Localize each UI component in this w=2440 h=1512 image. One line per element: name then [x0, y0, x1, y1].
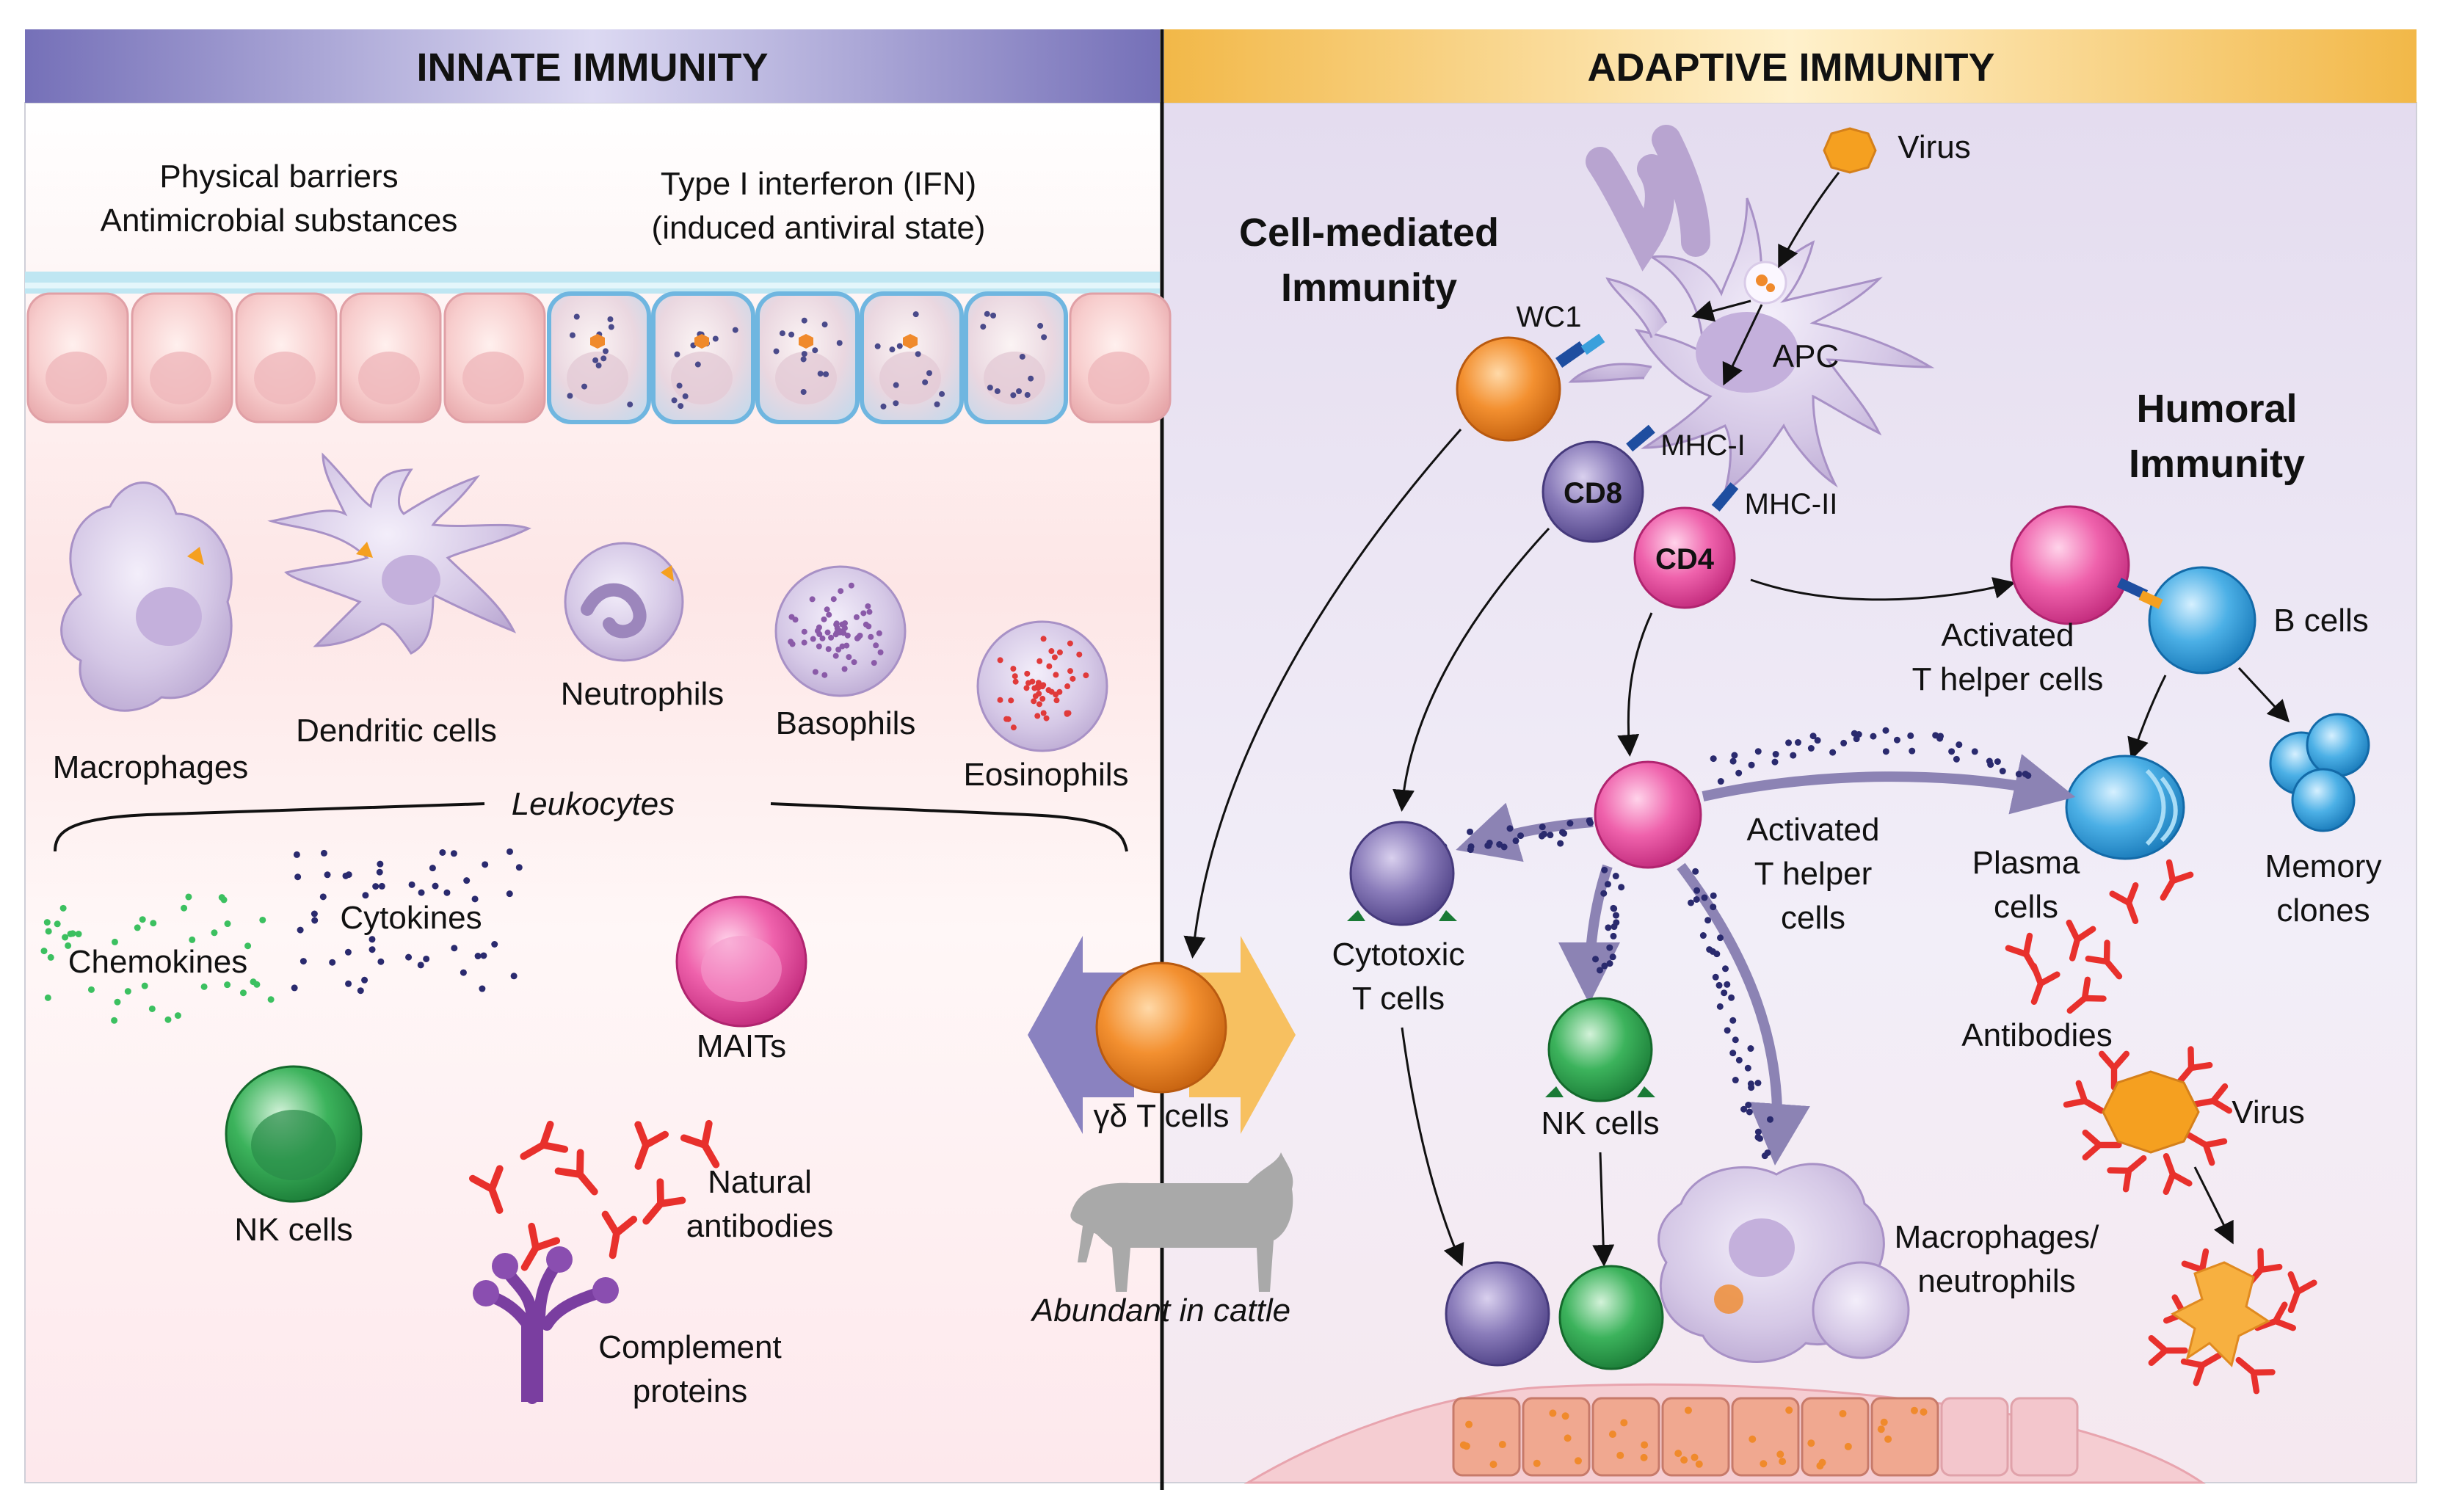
- complement-protein: [473, 1246, 619, 1404]
- cytotoxic-t-cell-bottom: [1445, 1261, 1550, 1367]
- apc-cell: [1568, 125, 1935, 495]
- barriers-label-2: Antimicrobial substances: [101, 203, 458, 239]
- plasma-cell: [2065, 755, 2185, 860]
- activated-th-cell-center: [1594, 760, 1702, 869]
- activated-th-center-label-3: cells: [1781, 900, 1845, 936]
- eosinophil-cell: [976, 620, 1108, 752]
- macro-neutro-label-2: neutrophils: [1917, 1263, 2075, 1299]
- virus-mid-icon: [2102, 1070, 2200, 1154]
- activated-th-top-label-1: Activated: [1942, 617, 2074, 653]
- virus-mid-label: Virus: [2232, 1094, 2304, 1130]
- cytokine-dot-trails: [1440, 727, 2032, 1160]
- chemokines-label: Chemokines: [68, 944, 248, 980]
- leukocytes-brace: [54, 802, 1128, 852]
- gd-t-label: γδ T cells: [1093, 1098, 1229, 1134]
- cytokines-label: Cytokines: [340, 900, 482, 936]
- natural-ab-label-2: antibodies: [686, 1208, 834, 1244]
- cd4-cell: [1633, 506, 1736, 609]
- natural-antibodies: [469, 1119, 720, 1271]
- b-cell: [2148, 566, 2256, 675]
- ifn-label-2: (induced antiviral state): [652, 210, 986, 246]
- cd8-label: CD8: [1564, 477, 1622, 509]
- eosinophils-label: Eosinophils: [963, 757, 1128, 793]
- activated-th-cell-top: [2010, 505, 2130, 625]
- complement-label-1: Complement: [598, 1329, 781, 1365]
- wc1-label: WC1: [1517, 301, 1582, 333]
- dendritic-label: Dendritic cells: [296, 713, 497, 749]
- cytotoxic-t-cell: [1349, 821, 1455, 926]
- innate-header: [25, 29, 1160, 103]
- adaptive-title: ADAPTIVE IMMUNITY: [1587, 46, 1994, 90]
- activated-th-center-label-2: T helper: [1754, 856, 1873, 892]
- macrophage-neutrophil-cells: [1657, 1163, 1910, 1363]
- chemokine-dots: [40, 893, 275, 1024]
- cd8-cell: [1542, 440, 1644, 543]
- epithelium-layer: [25, 272, 1172, 424]
- nk-cell-adaptive: [1547, 997, 1653, 1102]
- cattle-icon: [1070, 1152, 1293, 1292]
- memory-clones: [2269, 713, 2370, 832]
- apc-label: APC: [1773, 338, 1839, 374]
- macro-neutro-label-1: Macrophages/: [1895, 1219, 2100, 1255]
- dendritic-cell: [267, 452, 531, 655]
- antibodies-cluster: [2005, 859, 2317, 1395]
- nk-cell-bottom: [1558, 1265, 1664, 1370]
- activated-th-center-label-1: Activated: [1747, 812, 1880, 848]
- cd4-label: CD4: [1655, 543, 1715, 575]
- innate-title: INNATE IMMUNITY: [417, 46, 769, 90]
- plasma-label-1: Plasma: [1972, 845, 2080, 881]
- macrophages-label: Macrophages: [53, 749, 249, 785]
- humoral-label-2: Immunity: [2129, 442, 2305, 486]
- purple-arrow: [1028, 936, 1134, 1134]
- mhc1-label: MHC-I: [1660, 429, 1746, 462]
- cell-mediated-label-1: Cell-mediated: [1239, 211, 1499, 255]
- cattle-label: Abundant in cattle: [1030, 1293, 1290, 1329]
- leukocytes-label: Leukocytes: [512, 786, 675, 822]
- memory-label-2: clones: [2276, 893, 2370, 928]
- basophil-cell: [774, 565, 907, 697]
- neutrophils-label: Neutrophils: [561, 676, 725, 712]
- cytotoxic-label-1: Cytotoxic: [1332, 937, 1465, 973]
- nk-cells-adaptive-label: NK cells: [1541, 1105, 1659, 1141]
- ifn-label-1: Type I interferon (IFN): [661, 166, 976, 202]
- adaptive-header: [1164, 29, 2417, 103]
- b-cells-label: B cells: [2273, 603, 2369, 639]
- complement-label-2: proteins: [633, 1373, 748, 1409]
- plasma-label-2: cells: [1994, 889, 2058, 925]
- virus-destroyed-icon: [2171, 1261, 2270, 1367]
- nk-cells-innate-label: NK cells: [234, 1212, 352, 1248]
- antibodies-label: Antibodies: [1961, 1017, 2112, 1053]
- basophils-label: Basophils: [776, 705, 916, 741]
- gd-t-cell: [1095, 962, 1227, 1094]
- cytotoxic-label-2: T cells: [1352, 981, 1445, 1017]
- humoral-label-1: Humoral: [2136, 387, 2297, 431]
- activated-th-top-label-2: T helper cells: [1912, 661, 2104, 697]
- cell-mediated-label-2: Immunity: [1281, 266, 1457, 310]
- orange-arrow: [1189, 936, 1296, 1134]
- virus-top-icon: [1823, 127, 1877, 174]
- maits-label: MAITs: [697, 1028, 786, 1064]
- cytokine-dots: [291, 848, 523, 995]
- natural-ab-label-1: Natural: [708, 1164, 812, 1200]
- memory-label-1: Memory: [2265, 848, 2382, 884]
- neutrophil-cell: [564, 542, 684, 662]
- infected-tissue: [1243, 1383, 2206, 1484]
- wc1-cell: [1456, 336, 1561, 442]
- mhc2-label: MHC-II: [1745, 488, 1838, 520]
- virus-top-label: Virus: [1898, 129, 1970, 165]
- macrophage-cell: [60, 481, 233, 712]
- barriers-label-1: Physical barriers: [159, 159, 398, 195]
